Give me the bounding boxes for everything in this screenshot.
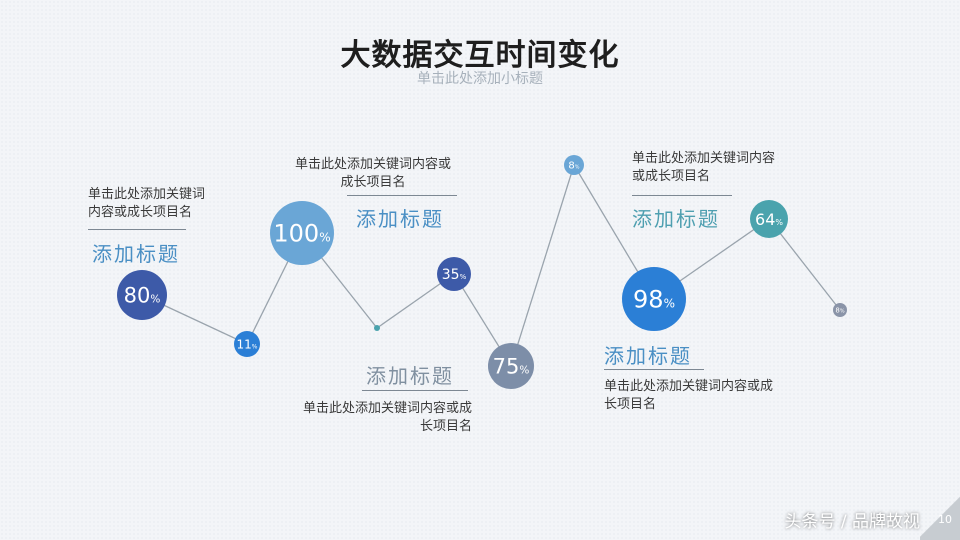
callout-5-rule	[604, 369, 704, 370]
page-subtitle: 单击此处添加小标题	[417, 71, 543, 87]
callout-4-rule	[632, 195, 732, 196]
callout-2-heading: 添加标题	[356, 207, 444, 231]
data-bubble	[374, 325, 380, 331]
bubble-unit: %	[664, 297, 675, 311]
bubble-unit: %	[775, 218, 783, 227]
data-bubble	[270, 201, 334, 265]
data-bubble	[564, 155, 584, 175]
data-point-4	[374, 325, 380, 331]
connector-lines	[141, 163, 841, 368]
data-bubble	[622, 267, 686, 331]
callout-1-description: 单击此处添加关键词 内容或成长项目名	[88, 187, 206, 220]
bubble-unit: %	[840, 309, 845, 315]
bubble-value: 8%	[835, 307, 844, 315]
data-point-2: 11%	[234, 331, 260, 357]
callout-1-rule	[88, 229, 186, 230]
data-point-8: 98%	[622, 267, 686, 331]
bubble-unit: %	[252, 343, 258, 350]
page-number-corner: 10	[920, 496, 960, 540]
callout-3-heading: 添加标题	[366, 364, 454, 388]
callout-2-description: 单击此处添加关键词内容或 成长项目名	[294, 157, 451, 190]
bubble-unit: %	[150, 294, 160, 306]
bubble-unit: %	[519, 365, 529, 377]
callout-5-description: 单击此处添加关键词内容或成 长项目名	[604, 379, 774, 412]
data-bubble	[117, 270, 167, 320]
callout-4-description: 单击此处添加关键词内容 或成长项目名	[632, 151, 776, 184]
data-point-9: 64%	[750, 200, 788, 238]
data-point-5: 35%	[437, 257, 471, 291]
callout-4-heading: 添加标题	[632, 207, 720, 231]
data-point-3: 100%	[270, 201, 334, 265]
callout-2-rule	[347, 195, 457, 196]
callout-3-rule	[362, 390, 468, 391]
callout-1-heading: 添加标题	[92, 242, 180, 266]
data-point-10: 8%	[833, 303, 847, 317]
bubble-value: 8%	[568, 161, 579, 172]
data-bubbles: 80% 11% 100% 35% 75% 8% 98% 64% 8%	[117, 155, 847, 389]
data-bubble	[750, 200, 788, 238]
data-point-7: 8%	[564, 155, 584, 175]
data-bubble	[488, 343, 534, 389]
bubble-unit: %	[460, 273, 467, 281]
page-title: 大数据交互时间变化	[340, 38, 620, 73]
bubble-unit: %	[319, 231, 330, 245]
bubble-unit: %	[575, 165, 580, 171]
callout-3-description: 单击此处添加关键词内容或成 长项目名	[302, 401, 472, 434]
connector-line	[141, 163, 841, 368]
data-bubble	[437, 257, 471, 291]
data-point-6: 75%	[488, 343, 534, 389]
watermark: 头条号 / 品牌故视	[784, 512, 920, 532]
callout-5-heading: 添加标题	[604, 344, 692, 368]
page-number: 10	[938, 513, 952, 526]
data-bubble	[833, 303, 847, 317]
data-point-1: 80%	[117, 270, 167, 320]
data-bubble	[234, 331, 260, 357]
